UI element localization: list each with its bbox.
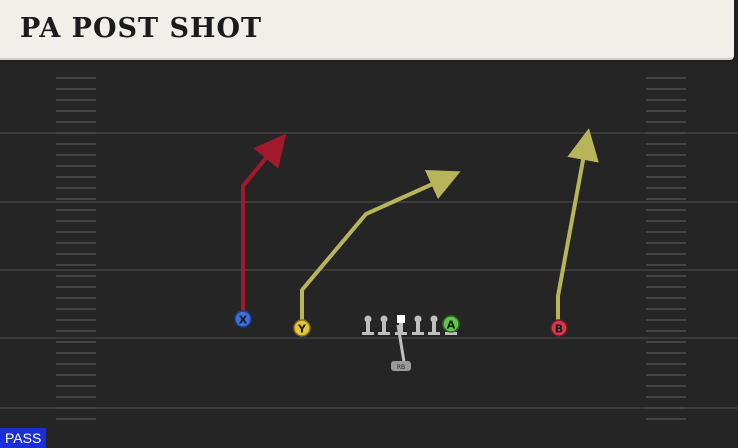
lineman xyxy=(412,315,424,335)
route-x xyxy=(241,133,287,318)
play-type-badge: PASS xyxy=(0,428,47,448)
play-title-bar: PA POST SHOT xyxy=(0,0,734,58)
offensive-line xyxy=(362,315,457,335)
player-y: Y xyxy=(293,319,311,337)
player-label-x: X xyxy=(239,314,248,327)
lineman xyxy=(362,315,374,335)
player-b: B xyxy=(550,319,568,337)
lineman xyxy=(428,315,440,335)
player-a: A xyxy=(442,315,460,333)
routes xyxy=(241,128,599,363)
play-title: PA POST SHOT xyxy=(20,13,263,44)
player-label-y: Y xyxy=(297,323,307,336)
center xyxy=(395,315,407,335)
lineman-base xyxy=(445,332,457,335)
yard-lines xyxy=(0,132,738,409)
lineman xyxy=(378,315,390,335)
route-y xyxy=(300,169,461,327)
hash-marks xyxy=(56,77,686,420)
player-x: X xyxy=(234,310,252,328)
player-label-b: B xyxy=(555,323,563,336)
running-back: RB xyxy=(391,361,411,371)
football-field xyxy=(0,62,738,448)
route-b xyxy=(556,128,599,326)
player-label-a: A xyxy=(447,319,456,332)
player-label-rb: RB xyxy=(397,364,405,371)
